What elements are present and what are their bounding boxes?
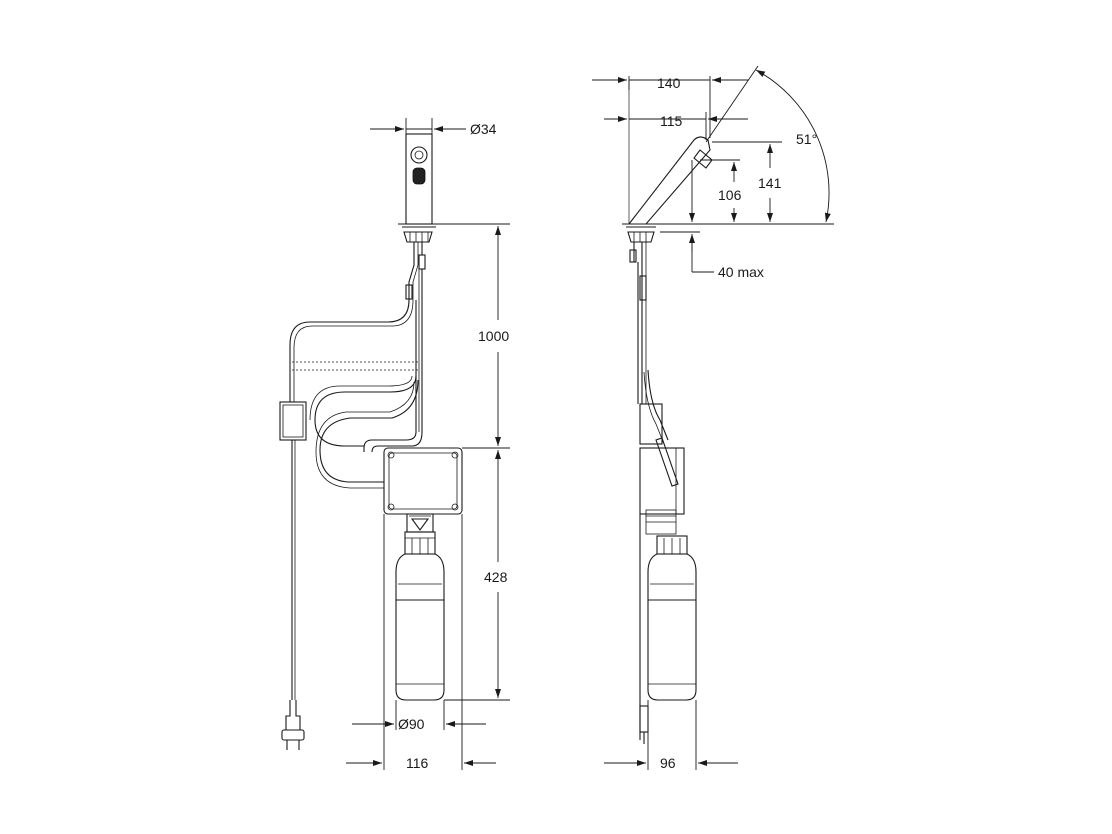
control-box-side <box>639 403 685 740</box>
dim-height-upper: 1000 <box>478 328 509 344</box>
plug-icon <box>281 700 305 750</box>
dim-deck-thickness: 40 max <box>718 264 764 280</box>
dim-height-lower: 428 <box>484 569 508 585</box>
front-view <box>279 118 510 770</box>
spout-side <box>622 80 713 243</box>
dim-width: 116 <box>406 755 429 771</box>
side-view <box>592 65 834 770</box>
dim-reach-115: 115 <box>660 113 683 129</box>
dim-reach-140: 140 <box>657 75 681 91</box>
control-box <box>383 447 463 515</box>
pump-connector <box>406 513 434 533</box>
dim-height-141: 141 <box>758 175 782 191</box>
cable-connector-side <box>639 705 649 744</box>
dim-spout-diameter: Ø34 <box>470 121 497 137</box>
soap-bottle-side <box>647 535 697 701</box>
hoses-front <box>289 242 426 489</box>
power-supply-box <box>279 401 307 700</box>
front-dimensions <box>346 118 510 770</box>
spout-front <box>398 133 440 243</box>
side-dimensions <box>592 65 834 770</box>
hoses-side <box>629 242 669 445</box>
dim-angle: 51° <box>796 131 817 147</box>
dim-height-106: 106 <box>718 187 742 203</box>
dim-bottle-diameter: Ø90 <box>398 716 425 732</box>
soap-bottle-front <box>395 531 445 701</box>
dim-depth: 96 <box>660 755 676 771</box>
